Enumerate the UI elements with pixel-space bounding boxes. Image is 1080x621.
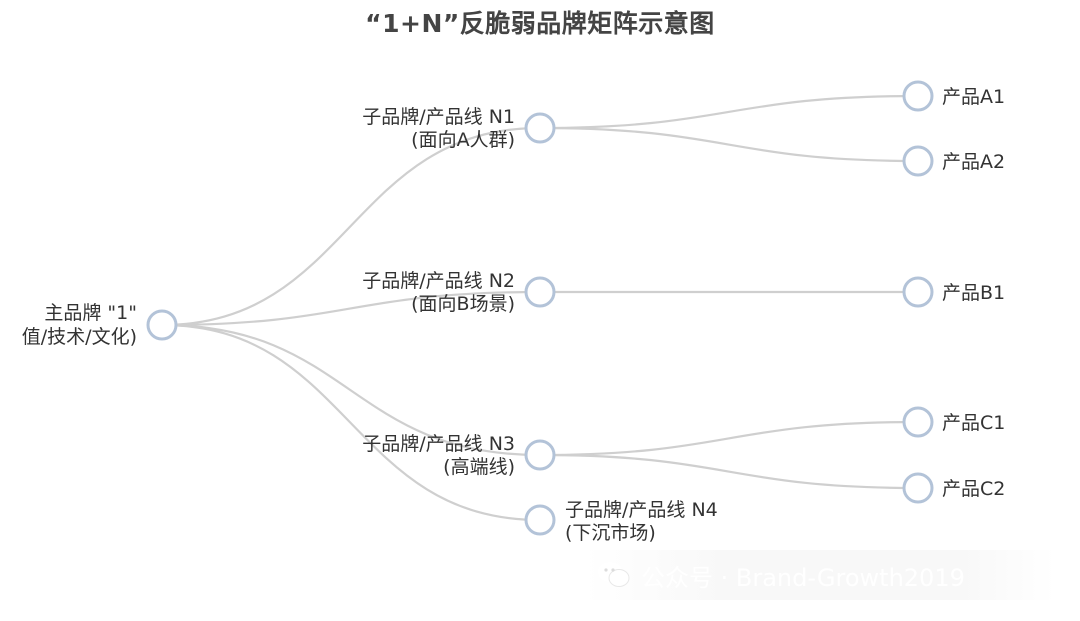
- edges: [161, 94, 919, 522]
- n1-label-line2: (面向A人群): [411, 129, 515, 151]
- edge-root-n4: [161, 323, 541, 522]
- edge-root-n3: [161, 323, 541, 457]
- node-a1[interactable]: [902, 80, 934, 112]
- watermark-text: 公众号 · Brand-Growth2019: [641, 563, 965, 592]
- c2-label: 产品C2: [942, 478, 1005, 500]
- edge-n3-c2: [539, 453, 919, 490]
- node-root[interactable]: [146, 309, 178, 341]
- diagram-title: “1+N”反脆弱品牌矩阵示意图: [365, 9, 715, 38]
- node-n2[interactable]: [524, 276, 556, 308]
- a2-label: 产品A2: [942, 151, 1005, 173]
- labels: 主品牌 "1" 值/技术/文化) 子品牌/产品线 N1 (面向A人群) 子品牌/…: [22, 86, 1006, 544]
- node-c1[interactable]: [902, 406, 934, 438]
- n1-label-line1: 子品牌/产品线 N1: [362, 106, 515, 128]
- node-b1[interactable]: [902, 276, 934, 308]
- watermark: 公众号 · Brand-Growth2019: [585, 550, 1055, 600]
- a1-label: 产品A1: [942, 86, 1005, 108]
- c1-label: 产品C1: [942, 412, 1005, 434]
- n2-label-line1: 子品牌/产品线 N2: [362, 270, 515, 292]
- edge-root-n1: [161, 126, 541, 327]
- n3-label-line2: (高端线): [443, 456, 515, 478]
- b1-label: 产品B1: [942, 282, 1005, 304]
- node-n3[interactable]: [524, 439, 556, 471]
- nodes: [146, 80, 934, 536]
- root-label-line1: 主品牌 "1": [44, 302, 137, 324]
- node-a2[interactable]: [902, 145, 934, 177]
- node-n4[interactable]: [524, 504, 556, 536]
- node-n1[interactable]: [524, 112, 556, 144]
- n3-label-line1: 子品牌/产品线 N3: [362, 433, 515, 455]
- n4-label-line2: (下沉市场): [565, 522, 656, 544]
- edge-root-n2: [161, 290, 541, 327]
- n4-label-line1: 子品牌/产品线 N4: [565, 499, 718, 521]
- root-label-line2: 值/技术/文化): [22, 326, 137, 348]
- wechat-icon: [597, 561, 631, 589]
- edge-n1-a1: [539, 94, 919, 130]
- edge-n3-c1: [539, 420, 919, 457]
- node-c2[interactable]: [902, 472, 934, 504]
- n2-label-line2: (面向B场景): [411, 293, 515, 315]
- edge-n1-a2: [539, 126, 919, 163]
